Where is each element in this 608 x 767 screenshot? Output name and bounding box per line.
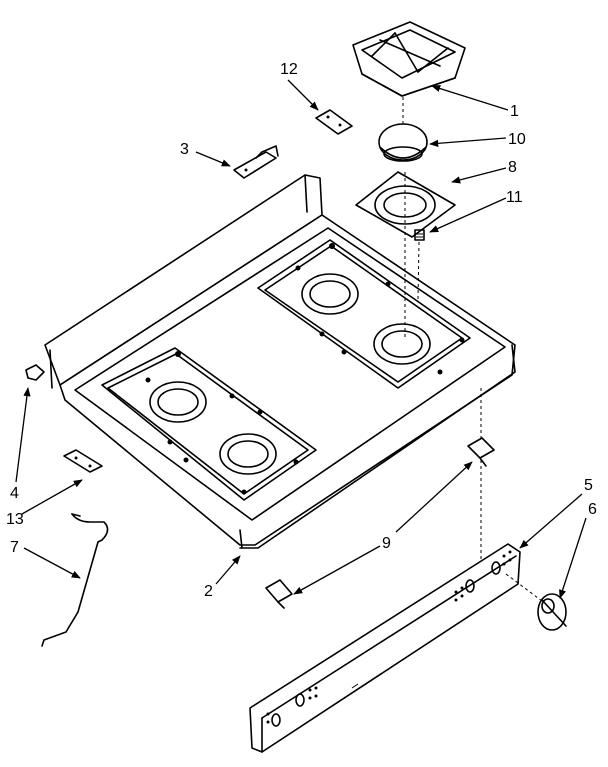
callout-13: 13 bbox=[6, 511, 24, 528]
callout-1: 1 bbox=[510, 103, 519, 120]
clip-3 bbox=[233, 145, 279, 179]
clip-9-upper bbox=[467, 437, 495, 467]
orifice-spring bbox=[414, 229, 425, 241]
control-panel-knob-holes bbox=[266, 550, 512, 727]
cooktop-panel bbox=[44, 174, 516, 549]
control-panel bbox=[249, 543, 521, 753]
callout-4: 4 bbox=[10, 485, 19, 502]
bracket-12 bbox=[315, 109, 353, 135]
support-rod-7 bbox=[41, 513, 109, 647]
callout-labels: 1 10 8 11 12 3 4 13 7 2 9 5 6 bbox=[6, 61, 597, 600]
screw-dots bbox=[145, 243, 465, 495]
burner-grate bbox=[352, 21, 466, 97]
callout-5: 5 bbox=[584, 477, 593, 494]
clip-9-lower bbox=[265, 579, 293, 609]
bracket-13 bbox=[63, 449, 103, 473]
callout-12: 12 bbox=[280, 61, 298, 78]
burner-cap bbox=[378, 123, 428, 162]
callout-6: 6 bbox=[588, 501, 597, 518]
leader-lines bbox=[15, 79, 587, 599]
callout-8: 8 bbox=[508, 159, 517, 176]
callout-2: 2 bbox=[204, 583, 213, 600]
side-clip-4 bbox=[25, 364, 45, 381]
callout-3: 3 bbox=[180, 141, 189, 158]
callout-9: 9 bbox=[382, 535, 391, 552]
callout-10: 10 bbox=[508, 131, 526, 148]
burner-openings bbox=[149, 273, 431, 475]
control-knob bbox=[505, 573, 567, 631]
callout-11: 11 bbox=[506, 189, 523, 206]
callout-7: 7 bbox=[10, 539, 19, 556]
